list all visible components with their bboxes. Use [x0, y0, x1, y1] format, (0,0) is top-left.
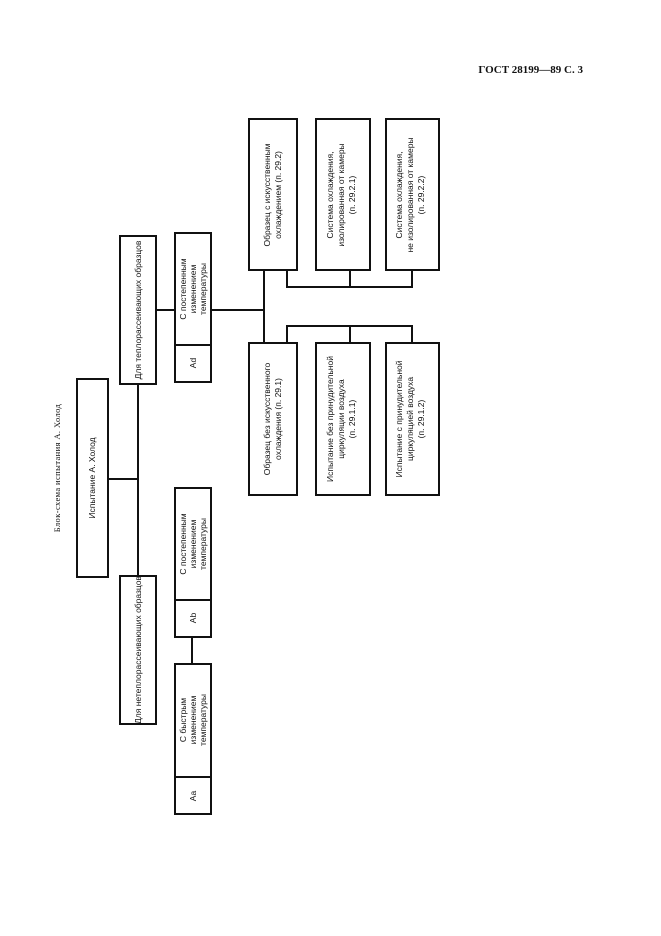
svg-text:(п. 29.2.1): (п. 29.2.1)	[347, 176, 357, 215]
node-ad-code: Ad	[188, 358, 198, 369]
node-root-label: Испытание А. Холод	[87, 437, 97, 518]
ad-branch-connector	[211, 270, 265, 343]
svg-text:охлаждения (п. 29.1): охлаждения (п. 29.1)	[273, 378, 283, 460]
node-ad: Ad С постепенным изменением температуры	[174, 232, 212, 383]
node-ab-line2: изменением	[188, 520, 198, 569]
svg-text:Испытание с принудительной: Испытание с принудительной	[394, 360, 404, 477]
node-29-2-2: Система охлаждения, не изолированная от …	[385, 118, 440, 271]
node-root: Испытание А. Холод	[76, 378, 109, 578]
node-ad-line2: изменением	[188, 265, 198, 314]
node-heat-label: Для теплорассеивающих образцов	[133, 240, 143, 379]
node-ad-line1: С постепенным	[178, 258, 188, 319]
node-29-2-1: Система охлаждения, изолированная от кам…	[315, 118, 371, 271]
svg-text:(п. 29.2.2): (п. 29.2.2)	[416, 176, 426, 215]
node-aa-code: Aa	[188, 791, 198, 802]
node-29-1: Образец без искусственного охлаждения (п…	[248, 342, 298, 496]
page-header: ГОСТ 28199—89 С. 3	[478, 64, 583, 76]
node-aa-line3: температуры	[198, 694, 208, 746]
svg-text:Образец с искусственным: Образец с искусственным	[262, 143, 272, 246]
node-ab-line1: С постепенным	[178, 513, 188, 574]
svg-text:циркуляцией воздуха: циркуляцией воздуха	[405, 377, 415, 461]
svg-text:(п. 29.1.1): (п. 29.1.1)	[347, 400, 357, 439]
connector-lines	[108, 270, 413, 664]
svg-text:Система охлаждения,: Система охлаждения,	[394, 152, 404, 239]
node-aa: Aa С быстрым изменением температуры	[174, 663, 212, 815]
n292-sub-connector	[286, 270, 413, 288]
node-non-heat-label: Для нетеплорассеивающих образцов	[133, 576, 143, 724]
node-ab-code: Ab	[188, 613, 198, 624]
svg-text:не изолированная от камеры: не изолированная от камеры	[405, 137, 415, 252]
svg-text:циркуляции воздуха: циркуляции воздуха	[336, 379, 346, 459]
svg-text:охлаждением (п. 29.2): охлаждением (п. 29.2)	[273, 151, 283, 239]
svg-text:Образец без искусственного: Образец без искусственного	[262, 363, 272, 476]
diagram-title: Блок-схема испытания А. Холод	[52, 403, 62, 532]
node-ad-line3: температуры	[198, 263, 208, 315]
svg-text:Испытание без принудительной: Испытание без принудительной	[325, 356, 335, 482]
svg-text:(п. 29.1.2): (п. 29.1.2)	[416, 400, 426, 439]
root-connector	[108, 384, 139, 576]
node-aa-line2: изменением	[188, 696, 198, 745]
svg-text:Система охлаждения,: Система охлаждения,	[325, 152, 335, 239]
svg-text:изолированная от камеры: изолированная от камеры	[336, 143, 346, 246]
node-non-heat: Для нетеплорассеивающих образцов	[119, 575, 157, 725]
n291-sub-connector	[286, 325, 413, 343]
node-29-2: Образец с искусственным охлаждением (п. …	[248, 118, 298, 271]
node-29-1-1: Испытание без принудительной циркуляции …	[315, 342, 371, 496]
node-aa-line1: С быстрым	[178, 698, 188, 742]
node-heat: Для теплорассеивающих образцов	[119, 235, 157, 385]
node-ab: Ab С постепенным изменением температуры	[174, 487, 212, 638]
node-ab-line3: температуры	[198, 518, 208, 570]
node-29-1-2: Испытание с принудительной циркуляцией в…	[385, 342, 440, 496]
